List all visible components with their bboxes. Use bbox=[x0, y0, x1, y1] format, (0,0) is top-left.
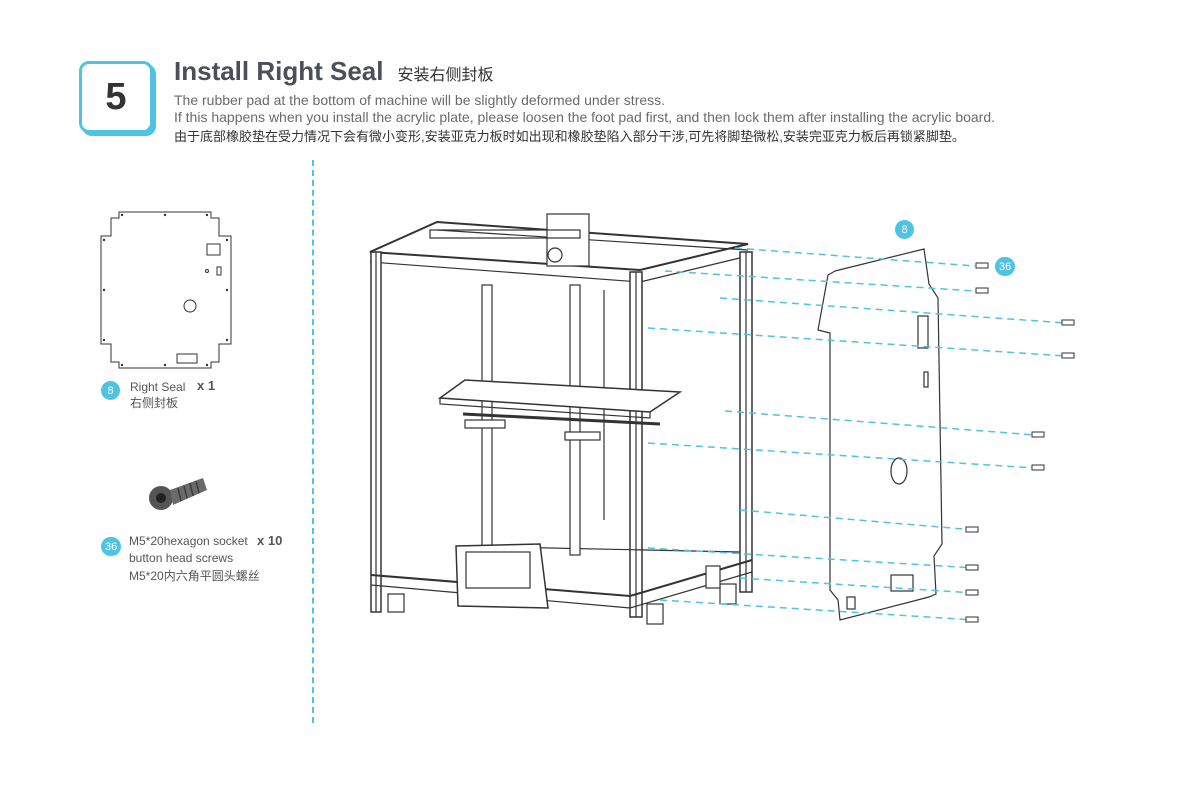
part-qty-screw: x 10 bbox=[257, 533, 283, 548]
part-badge-screw: 36 bbox=[101, 537, 122, 556]
description-line-2: If this happens when you install the acr… bbox=[174, 109, 996, 125]
section-divider bbox=[312, 160, 314, 723]
part-name-en-right-seal: Right Seal bbox=[130, 380, 186, 394]
screws-in-assembly bbox=[965, 262, 1075, 623]
printer-frame-illustration bbox=[369, 213, 753, 625]
right-seal-panel-diagram bbox=[100, 211, 232, 369]
description-line-3: 由于底部橡胶垫在受力情况下会有微小变形,安装亚克力板时如出现和橡胶垫陷入部分干涉… bbox=[174, 129, 965, 144]
description-line-1: The rubber pad at the bottom of machine … bbox=[174, 92, 666, 108]
assembly-guide-lines bbox=[647, 247, 1066, 621]
title-en: Install Right Seal bbox=[174, 56, 384, 86]
part-name-en-screw-1: M5*20hexagon socket bbox=[129, 534, 248, 548]
step-badge: 5 bbox=[79, 61, 153, 133]
part-name-zh-right-seal: 右侧封板 bbox=[130, 396, 179, 410]
step-title: Install Right Seal 安装右侧封板 bbox=[174, 56, 494, 87]
step-number: 5 bbox=[105, 75, 127, 118]
part-name-en-screw-2: button head screws bbox=[129, 551, 234, 565]
title-zh: 安装右侧封板 bbox=[397, 67, 494, 84]
callout-panel-badge: 8 bbox=[895, 220, 914, 239]
part-qty-right-seal: x 1 bbox=[197, 378, 216, 393]
part-badge-right-seal: 8 bbox=[101, 381, 120, 400]
screw-icon bbox=[149, 478, 207, 510]
right-seal-acrylic-panel bbox=[817, 248, 943, 621]
callout-screws-badge: 36 bbox=[995, 257, 1016, 276]
part-name-zh-screw: M5*20内六角平圆头螺丝 bbox=[129, 569, 260, 583]
